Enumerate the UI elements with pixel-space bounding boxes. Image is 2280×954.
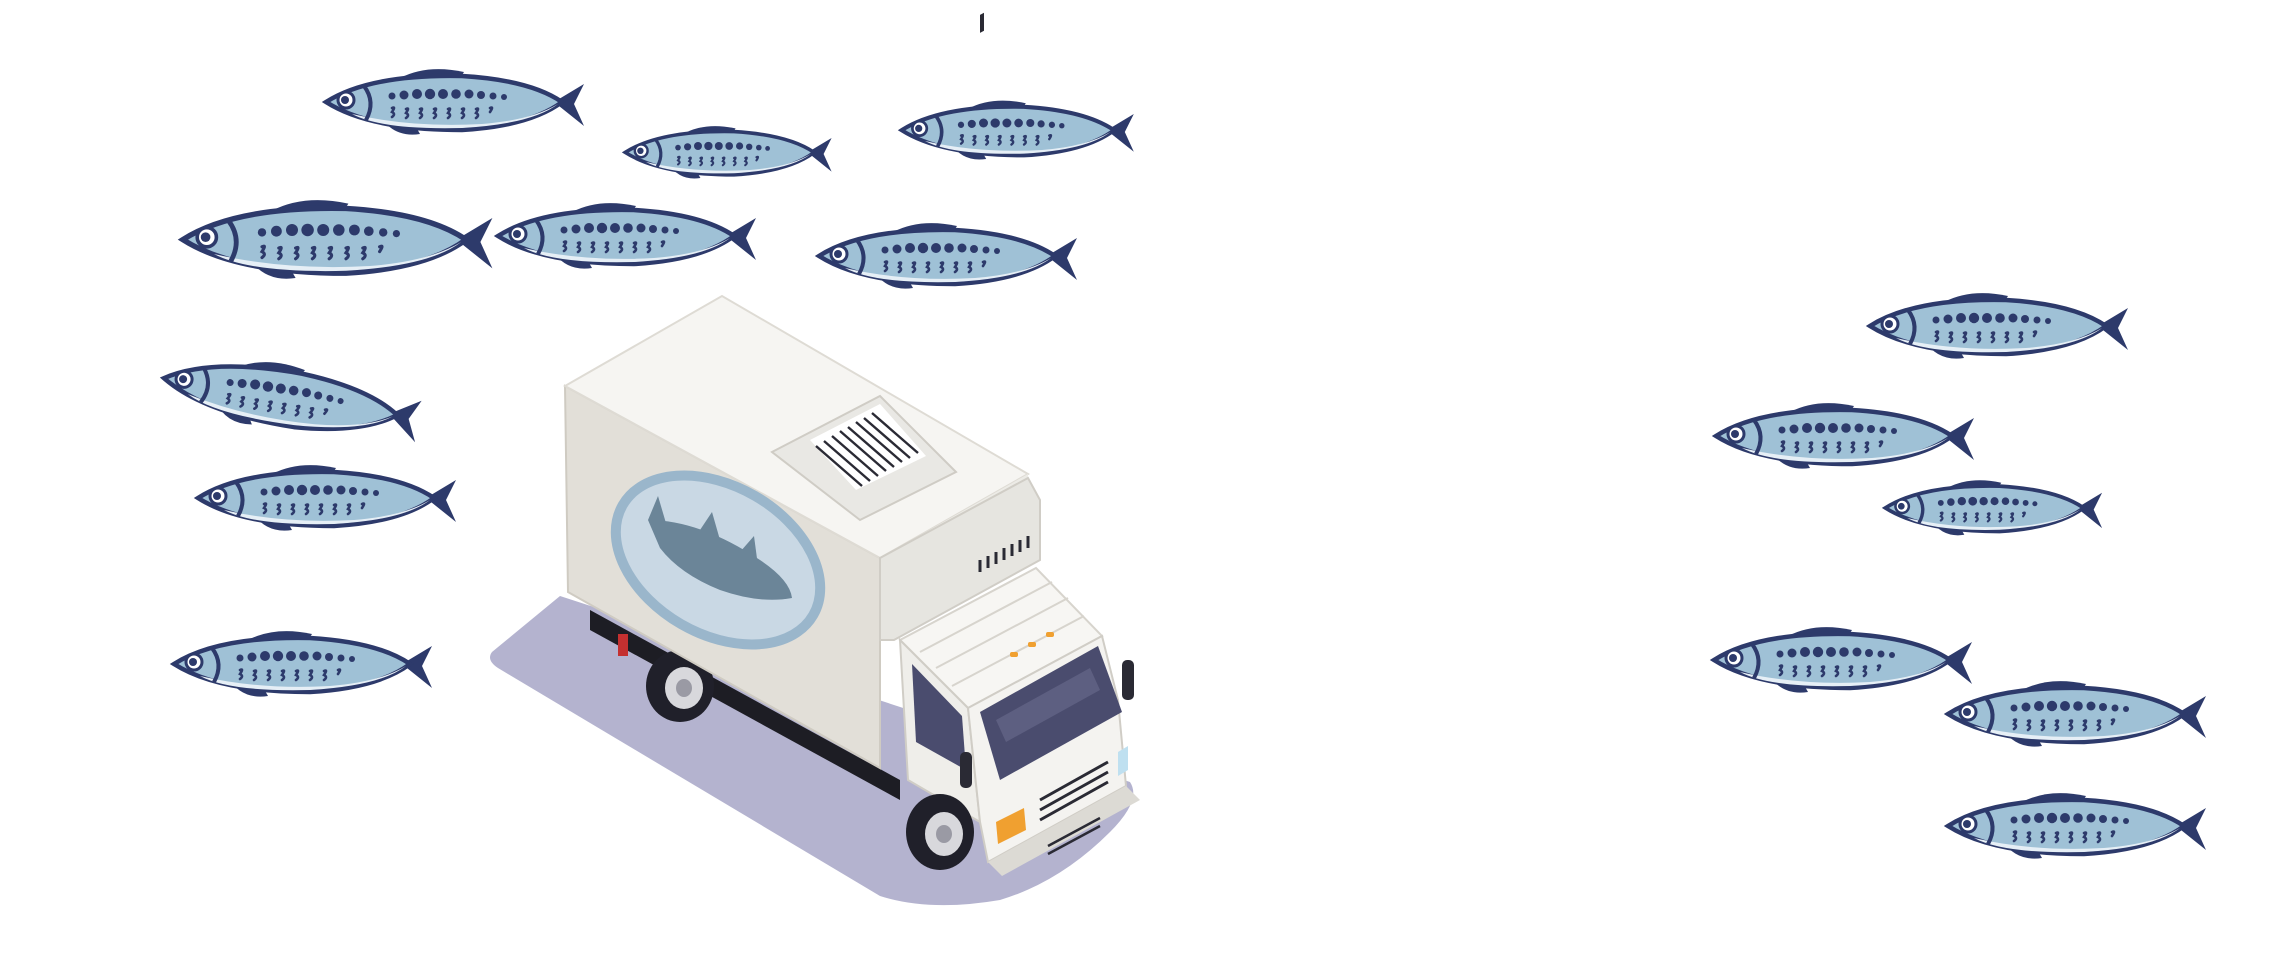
fish-icon [1948, 793, 2206, 859]
fish-icon [819, 223, 1077, 289]
fish-icon [198, 465, 456, 531]
fish-icon [183, 200, 493, 279]
refrigerated-truck-icon [490, 12, 1140, 906]
fish-icon [1716, 403, 1974, 469]
refrigeration-unit [770, 394, 958, 522]
fish-emblem-icon [610, 470, 826, 650]
fish-icon [902, 101, 1134, 160]
fish-icon [1883, 478, 2104, 538]
rear-wheel [646, 650, 714, 722]
fish-group-right [1714, 293, 2206, 859]
fish-icon [326, 69, 584, 135]
fish-icon [174, 631, 432, 697]
truck-cab [898, 566, 1140, 876]
fish-icon [1948, 681, 2206, 747]
front-wheel [906, 794, 974, 870]
tail-light [618, 634, 628, 656]
fish-icon [623, 124, 834, 181]
side-window [912, 664, 966, 770]
fish-icon [498, 203, 756, 269]
fish-icon [159, 346, 424, 451]
fish-icon [1714, 627, 1972, 693]
fish-icon [1870, 293, 2128, 359]
